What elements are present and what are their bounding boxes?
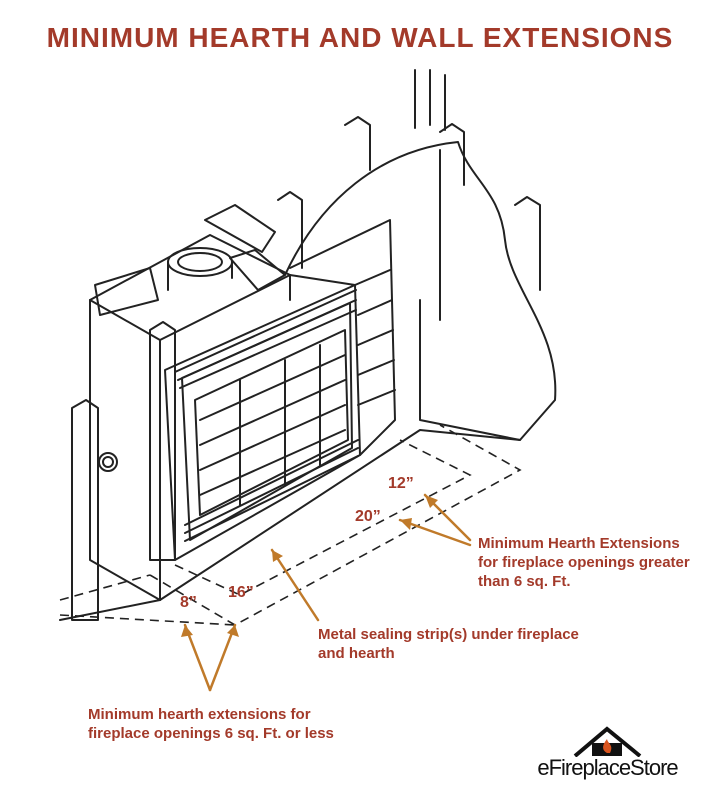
note-sealing-strip: Metal sealing strip(s) under fireplace a… <box>318 625 579 663</box>
fireplace-box <box>89 204 291 601</box>
note-sealing-strip-line-1: Metal sealing strip(s) under fireplace <box>318 626 579 643</box>
fireplace-front <box>164 284 361 561</box>
hearth-floor <box>159 429 521 601</box>
dimension-20: 20” <box>355 508 381 525</box>
wall-panel <box>284 141 557 441</box>
note-large-opening-line-1: Minimum Hearth Extensions <box>478 535 680 552</box>
note-small-opening-line-1: Minimum hearth extensions for <box>88 706 311 723</box>
dimension-16: 16” <box>228 584 254 601</box>
dimension-8: 8” <box>180 594 197 611</box>
house-flame-icon <box>573 726 642 757</box>
surround-bricks <box>289 219 396 456</box>
store-logo: eFireplaceStore <box>515 725 700 785</box>
arrow-8 <box>183 623 212 692</box>
hearth-extension-outer <box>149 424 522 626</box>
note-small-opening-line-2: fireplace openings 6 sq. Ft. or less <box>88 725 334 742</box>
note-large-opening-line-3: than 6 sq. Ft. <box>478 573 571 590</box>
arrow-20 <box>398 518 472 547</box>
arrow-sealing <box>270 548 320 622</box>
note-sealing-strip-line-2: and hearth <box>318 645 395 662</box>
note-small-opening: Minimum hearth extensions for fireplace … <box>88 705 334 743</box>
note-large-opening: Minimum Hearth Extensions for fireplace … <box>478 534 690 591</box>
diagram-title: MINIMUM HEARTH AND WALL EXTENSIONS <box>46 22 674 53</box>
store-logo-text: eFireplaceStore <box>537 755 678 780</box>
arrow-16 <box>208 623 237 692</box>
wall-studs <box>71 69 541 621</box>
note-large-opening-line-2: for fireplace openings greater <box>478 554 690 571</box>
dimension-12: 12” <box>388 475 414 492</box>
hearth-extension-inner <box>174 439 472 596</box>
